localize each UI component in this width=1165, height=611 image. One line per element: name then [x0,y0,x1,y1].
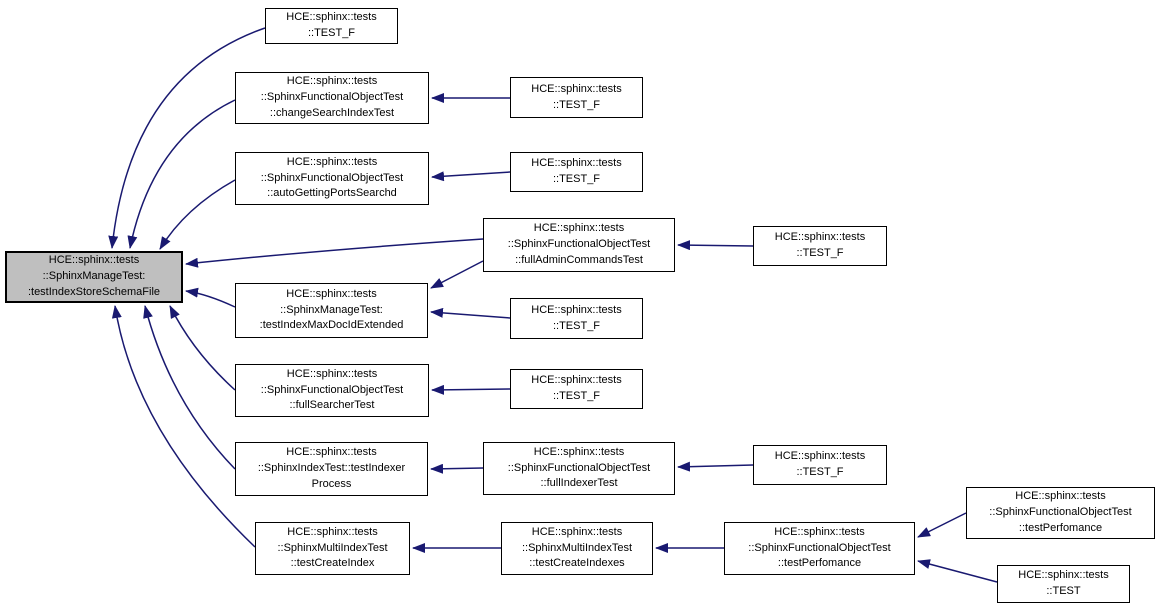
node-label-line: ::fullIndexerTest [540,477,618,490]
node-label-line: ::TEST_F [552,173,601,185]
node-label-line: ::SphinxFunctionalObjectTest [507,461,651,474]
node-label-line: HCE::sphinx::tests [774,450,866,463]
node-label-line: ::TEST_F [552,390,601,402]
node-label-line: ::TEST [1046,585,1081,597]
node-label-line: HCE::sphinx::tests [1015,490,1106,503]
node-label-line: ::fullSearcherTest [289,399,375,412]
node-test-1[interactable]: HCE::sphinx::tests::TEST [997,565,1130,603]
node-label-line: HCE::sphinx::tests [774,231,866,244]
node-label-line: HCE::sphinx::tests [287,525,378,538]
node-label-line: HCE::sphinx::tests [286,155,378,168]
node-label-line: :testIndexMaxDocIdExtended [259,319,404,332]
node-label-line: ::SphinxFunctionalObjectTest [507,238,651,251]
node-full-searcher-test[interactable]: HCE::sphinx::tests::SphinxFunctionalObje… [235,364,429,417]
node-label-line: ::SphinxFunctionalObjectTest [748,541,891,554]
node-label-line: ::SphinxFunctionalObjectTest [989,506,1132,519]
node-label-line: ::TEST_F [796,466,844,478]
node-label-line: HCE::sphinx::tests [286,446,377,459]
node-label-line: :testIndexStoreSchemaFile [27,285,161,298]
node-label-line: ::SphinxManageTest: [42,270,146,283]
node-label-line: HCE::sphinx::tests [531,157,622,170]
edge-test-f-4-to-full-admin-commands-test [677,240,754,251]
node-full-admin-commands-test[interactable]: HCE::sphinx::tests::SphinxFunctionalObje… [483,218,675,272]
node-label-line: ::SphinxFunctionalObjectTest [260,91,404,104]
edge-test-index-max-doc-id-extended-to-main [185,287,236,308]
node-label-line: HCE::sphinx::tests [286,11,377,24]
node-test-f-4[interactable]: HCE::sphinx::tests::TEST_F [753,226,887,266]
node-label-line: HCE::sphinx::tests [533,222,625,235]
node-label-line: HCE::sphinx::tests [531,525,623,538]
node-test-f-2[interactable]: HCE::sphinx::tests::TEST_F [510,77,643,118]
node-label-line: HCE::sphinx::tests [286,75,378,88]
node-test-indexer-process[interactable]: HCE::sphinx::tests::SphinxIndexTest::tes… [235,442,428,496]
node-label-line: HCE::sphinx::tests [1018,569,1109,582]
node-label-line: ::TEST_F [307,27,356,39]
node-test-perfomance-mid[interactable]: HCE::sphinx::tests::SphinxFunctionalObje… [724,522,915,575]
node-test-f-7[interactable]: HCE::sphinx::tests::TEST_F [753,445,887,485]
node-label-line: HCE::sphinx::tests [531,82,622,95]
node-auto-getting-ports-searchd[interactable]: HCE::sphinx::tests::SphinxFunctionalObje… [235,152,429,205]
node-label-line: ::SphinxFunctionalObjectTest [260,383,404,396]
node-label-line: ::changeSearchIndexTest [269,106,395,119]
edge-full-admin-commands-test-to-test-index-max-doc-id-extended [430,260,484,289]
node-label-line: HCE::sphinx::tests [533,445,625,458]
edge-test-f-6-to-full-searcher-test [431,384,511,395]
node-full-indexer-test[interactable]: HCE::sphinx::tests::SphinxFunctionalObje… [483,442,675,495]
edge-full-searcher-test-to-main [169,305,236,391]
edge-auto-getting-ports-searchd-to-main [159,179,236,250]
edge-test-f-7-to-full-indexer-test [677,461,754,472]
edge-test-f-5-to-test-index-max-doc-id-extended [430,307,511,319]
node-label-line: ::testPerfomance [777,557,862,570]
node-label-line: HCE::sphinx::tests [774,525,865,538]
node-label-line: ::SphinxMultiIndexTest [277,541,388,554]
node-label-line: ::autoGettingPortsSearchd [267,187,397,200]
node-test-create-indexes[interactable]: HCE::sphinx::tests::SphinxMultiIndexTest… [501,522,653,575]
edge-change-search-index-test-to-main [127,99,236,249]
edge-full-indexer-test-to-test-indexer-process [430,463,484,474]
node-label-line: Process [311,477,352,490]
edge-test-perfomance-right-to-test-perfomance-mid [917,512,967,538]
node-label-line: ::TEST_F [552,319,601,332]
node-test-perfomance-right[interactable]: HCE::sphinx::tests::SphinxFunctionalObje… [966,487,1155,539]
node-label-line: HCE::sphinx::tests [286,367,378,380]
edge-full-admin-commands-test-to-main [185,238,484,268]
node-label-line: ::SphinxIndexTest::testIndexer [257,462,406,475]
node-label-line: HCE::sphinx::tests [531,303,622,316]
node-label-line: ::SphinxManageTest: [280,303,383,316]
edge-test-indexer-process-to-main [143,305,236,470]
node-label-line: ::testCreateIndexes [529,557,625,570]
node-label-line: ::TEST_F [552,98,601,111]
node-test-create-index[interactable]: HCE::sphinx::tests::SphinxMultiIndexTest… [255,522,410,575]
node-label-line: HCE::sphinx::tests [48,254,140,267]
node-label-line: HCE::sphinx::tests [531,374,622,387]
node-change-search-index-test[interactable]: HCE::sphinx::tests::SphinxFunctionalObje… [235,72,429,124]
node-label-line: ::SphinxFunctionalObjectTest [260,171,404,184]
edge-test-f-3-to-auto-getting-ports-searchd [431,171,511,182]
edge-test-f-1-to-main [108,27,266,249]
node-test-f-1[interactable]: HCE::sphinx::tests::TEST_F [265,8,398,44]
node-test-f-3[interactable]: HCE::sphinx::tests::TEST_F [510,152,643,192]
node-label-line: ::TEST_F [796,247,844,259]
node-test-index-max-doc-id-extended[interactable]: HCE::sphinx::tests::SphinxManageTest::te… [235,283,428,338]
edge-test-1-to-test-perfomance-mid [917,559,998,583]
node-label-line: HCE::sphinx::tests [286,287,377,300]
node-test-f-6[interactable]: HCE::sphinx::tests::TEST_F [510,369,643,409]
node-main: HCE::sphinx::tests::SphinxManageTest::te… [5,251,183,303]
node-label-line: ::fullAdminCommandsTest [515,253,643,266]
node-test-f-5[interactable]: HCE::sphinx::tests::TEST_F [510,298,643,339]
node-label-line: ::SphinxMultiIndexTest [521,541,633,554]
node-label-line: ::testPerfomance [1018,521,1103,534]
node-label-line: ::testCreateIndex [290,557,375,570]
edge-test-create-index-to-main [111,305,256,548]
